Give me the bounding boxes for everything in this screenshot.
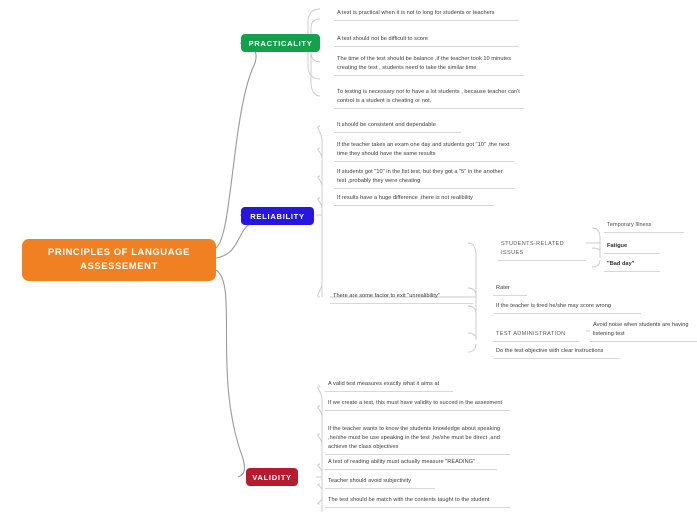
leaf-validity-5[interactable]: Teacher should avoid subjectivity bbox=[325, 476, 435, 490]
subgroup-test-objective[interactable]: Do the test objective with clear instruc… bbox=[493, 346, 620, 360]
branch-node-validity[interactable]: VALIDITY bbox=[246, 468, 298, 486]
leaf-reliability-1[interactable]: It should be consistent and dependable bbox=[334, 120, 461, 134]
root-node[interactable]: PRINCIPLES OF LANGUAGE ASSESSEMENT bbox=[22, 239, 216, 281]
leaf-validity-2[interactable]: If we create a test, this must have vali… bbox=[325, 398, 510, 412]
leaf-validity-1[interactable]: A valid test measures exactly what it ai… bbox=[325, 379, 453, 393]
branch-node-practicality[interactable]: PRACTICALITY bbox=[241, 34, 320, 52]
subleaf-rater-tired[interactable]: If the teacher is tired he/she may score… bbox=[493, 301, 641, 315]
subgroup-test-administration[interactable]: TEST ADMINISTRATION bbox=[493, 329, 579, 343]
leaf-validity-4[interactable]: A test of reading ability must actually … bbox=[325, 457, 497, 471]
leaf-validity-6[interactable]: The test should be match with the conten… bbox=[325, 495, 510, 509]
leaf-reliability-4[interactable]: If results have a huge difference ,there… bbox=[334, 193, 494, 207]
leaf-practicality-4[interactable]: To testing is necessary not to have a lo… bbox=[334, 87, 524, 110]
leaf-practicality-3[interactable]: The time of the test should be balance ,… bbox=[334, 54, 524, 77]
subleaf-avoid-noise[interactable]: Avoid noise when students are having lis… bbox=[590, 320, 697, 343]
subleaf-fatigue[interactable]: Fatigue bbox=[604, 241, 660, 255]
subgroup-students-related-issues[interactable]: STUDENTS-RELATED ISSUES bbox=[498, 239, 586, 262]
leaf-reliability-3[interactable]: If students got "10" in the fist test, b… bbox=[334, 167, 515, 190]
leaf-practicality-2[interactable]: A test should not be difficult to score bbox=[334, 34, 519, 48]
leaf-practicality-1[interactable]: A test is practical when it is not to lo… bbox=[334, 8, 519, 22]
subleaf-bad-day[interactable]: "Bad day" bbox=[604, 259, 660, 273]
subgroup-rater[interactable]: Rater bbox=[493, 283, 527, 297]
leaf-reliability-5[interactable]: There are some factor to exit "unrealibi… bbox=[330, 291, 473, 305]
branch-node-reliability[interactable]: RELIABILITY bbox=[241, 207, 314, 225]
leaf-validity-3[interactable]: If the teacher wants to know the student… bbox=[325, 424, 510, 456]
subleaf-temporary-illness[interactable]: Temporary Illness bbox=[604, 220, 684, 234]
leaf-reliability-2[interactable]: If the teacher takes an exam one day and… bbox=[334, 140, 515, 163]
